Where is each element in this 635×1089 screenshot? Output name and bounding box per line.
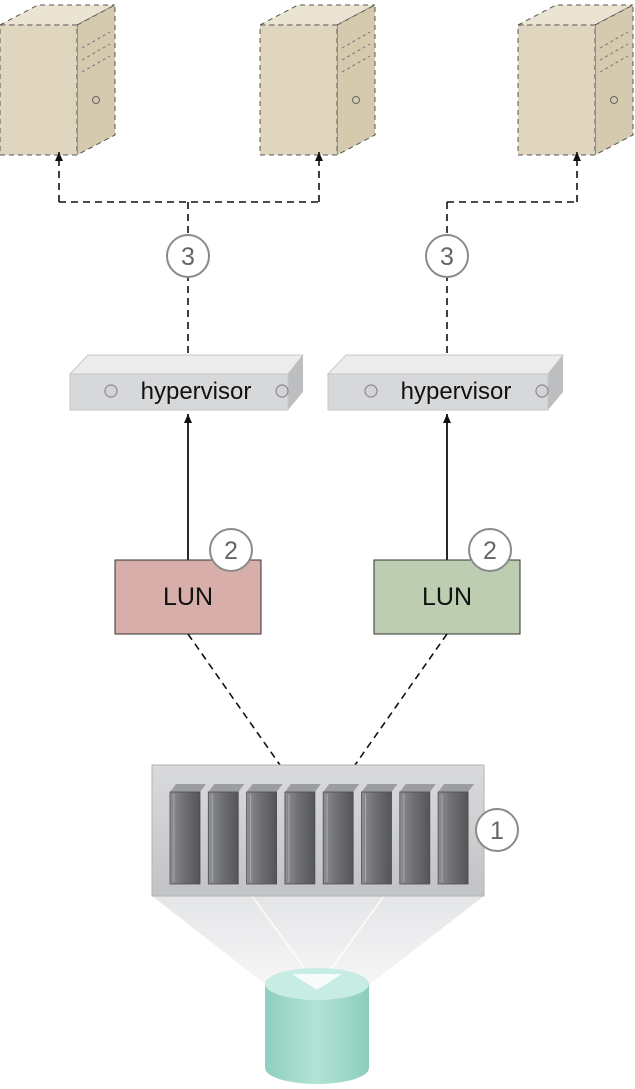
hypervisor-label: hypervisor [401, 378, 512, 405]
hypervisor-box-right: hypervisor [326, 354, 565, 411]
hypervisor-label: hypervisor [141, 378, 252, 405]
disk-blade-icon [207, 784, 245, 885]
hypervisor-to-servers-path-left [55, 152, 323, 365]
server-tower-icon [517, 4, 634, 156]
callout-2-right: 2 [468, 528, 512, 572]
lun-to-array-path-left [187, 633, 281, 766]
disk-blade-icon [284, 784, 321, 885]
disk-blade-icon [322, 784, 360, 885]
lun-box-right: LUN [373, 559, 521, 635]
indicator-light-icon [535, 384, 549, 398]
svg-text:2: 2 [224, 537, 238, 565]
callout-2-left: 2 [209, 528, 253, 572]
disk-blade-icon [246, 784, 283, 885]
storage-array-icon [151, 764, 485, 897]
disk-blade-icon [361, 784, 398, 885]
svg-text:1: 1 [490, 817, 504, 845]
lun-box-left: LUN [114, 559, 262, 635]
server-tower-icon [0, 4, 116, 156]
svg-text:3: 3 [181, 243, 195, 271]
disk-cylinder-icon [265, 968, 369, 1084]
disk-blade-icon [399, 784, 436, 885]
indicator-light-icon [275, 384, 289, 398]
disk-blade-icon [437, 784, 475, 885]
indicator-light-icon [364, 384, 378, 398]
indicator-light-icon [104, 384, 118, 398]
callout-1: 1 [475, 808, 519, 852]
callout-3-left: 3 [166, 234, 210, 278]
disk-blade-icon [169, 784, 206, 885]
callout-3-right: 3 [425, 234, 469, 278]
lun-to-array-path-right [354, 633, 448, 766]
hypervisor-to-server-path-right [446, 152, 581, 365]
hypervisor-box-left: hypervisor [68, 354, 305, 411]
svg-text:3: 3 [440, 243, 454, 271]
lun-label: LUN [422, 583, 472, 611]
lun-label: LUN [163, 583, 213, 611]
svg-text:2: 2 [483, 537, 497, 565]
server-tower-icon [259, 4, 376, 156]
